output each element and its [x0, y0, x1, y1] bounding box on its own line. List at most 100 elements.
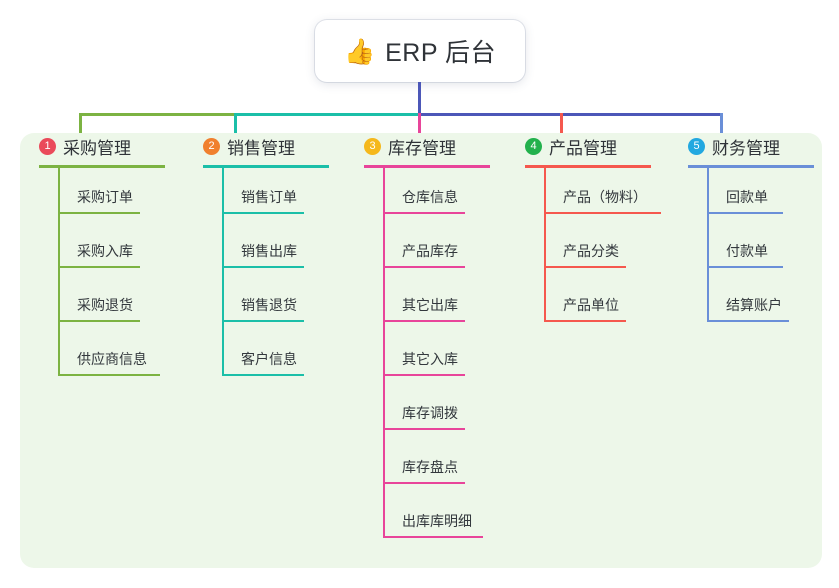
trunk-segment-1: [79, 113, 234, 116]
leaf-node[interactable]: 采购退货: [58, 295, 140, 322]
leaf-node[interactable]: 库存调拨: [383, 403, 465, 430]
leaf-node-rule: [58, 374, 160, 376]
leaf-node-label: 销售退货: [241, 297, 297, 313]
leaf-node[interactable]: 销售退货: [222, 295, 304, 322]
trunk-segment-2: [234, 113, 418, 116]
leaf-node-label: 库存盘点: [402, 459, 458, 475]
branch-header-rule-4: [525, 165, 651, 168]
leaf-node[interactable]: 销售出库: [222, 241, 304, 268]
branch-header-rule-5: [688, 165, 814, 168]
leaf-node-label: 供应商信息: [77, 351, 147, 367]
leaf-node-label: 产品单位: [563, 297, 619, 313]
leaf-node[interactable]: 产品单位: [544, 295, 626, 322]
leaf-node-rule: [222, 266, 304, 268]
leaf-node-rule: [544, 266, 626, 268]
branch-column-4: 4 产品管理产品（物料） 产品分类产品单位: [525, 133, 661, 322]
leaf-node-rule: [222, 320, 304, 322]
leaf-node-label: 采购退货: [77, 297, 133, 313]
leaf-node-rule: [58, 266, 140, 268]
branch-spine-4: [544, 168, 546, 321]
leaf-node[interactable]: 产品分类: [544, 241, 626, 268]
leaf-node-rule: [58, 212, 140, 214]
branch-header-rule-3: [364, 165, 490, 168]
branch-header-4[interactable]: 4 产品管理: [525, 133, 651, 159]
leaf-node-rule: [58, 320, 140, 322]
branch-badge-4: 4: [525, 137, 542, 155]
leaf-node-label: 付款单: [726, 243, 768, 259]
leaf-node[interactable]: 回款单: [707, 187, 783, 214]
leaf-node-label: 仓库信息: [402, 189, 458, 205]
branch-spine-1: [58, 168, 60, 375]
leaf-node[interactable]: 供应商信息: [58, 349, 160, 376]
leaf-node-label: 产品分类: [563, 243, 619, 259]
leaf-node-label: 采购订单: [77, 189, 133, 205]
branch-header-5[interactable]: 5 财务管理: [688, 133, 814, 159]
branch-title-5: 财务管理: [712, 138, 780, 158]
root-node-title: ERP 后台: [385, 39, 497, 67]
branch-title-2: 销售管理: [227, 138, 295, 158]
leaf-node-rule: [222, 212, 304, 214]
leaf-node-label: 库存调拨: [402, 405, 458, 421]
leaf-node[interactable]: 客户信息: [222, 349, 304, 376]
leaf-node-label: 产品（物料）: [563, 189, 647, 205]
branch-header-rule-2: [203, 165, 329, 168]
leaf-node-label: 出库库明细: [402, 513, 472, 529]
branch-column-1: 1 采购管理采购订单采购入库采购退货供应商信息: [39, 133, 165, 376]
leaf-node-label: 销售出库: [241, 243, 297, 259]
leaf-node-rule: [383, 536, 483, 538]
leaf-node[interactable]: 采购订单: [58, 187, 140, 214]
leaf-node-rule: [544, 320, 626, 322]
thumbs-up-icon: 👍: [343, 37, 376, 66]
branch-spine-3: [383, 168, 385, 537]
branch-title-3: 库存管理: [388, 138, 456, 158]
branch-spine-2: [222, 168, 224, 375]
leaf-node[interactable]: 采购入库: [58, 241, 140, 268]
branch-title-4: 产品管理: [549, 138, 617, 158]
branch-column-2: 2 销售管理销售订单销售出库销售退货客户信息: [203, 133, 329, 376]
leaf-node[interactable]: 付款单: [707, 241, 783, 268]
branch-badge-3: 3: [364, 137, 381, 155]
leaf-node[interactable]: 仓库信息: [383, 187, 465, 214]
leaf-node-rule: [383, 428, 465, 430]
root-stem-line: [418, 82, 421, 115]
branch-column-5: 5 财务管理回款单付款单结算账户: [688, 133, 814, 322]
trunk-segment-3: [418, 113, 722, 116]
leaf-node-label: 其它入库: [402, 351, 458, 367]
leaf-node-label: 客户信息: [241, 351, 297, 367]
branch-title-1: 采购管理: [63, 138, 131, 158]
leaf-node[interactable]: 出库库明细: [383, 511, 483, 538]
leaf-node-rule: [707, 212, 783, 214]
leaf-node-label: 结算账户: [726, 297, 782, 313]
leaf-node-rule: [544, 212, 661, 214]
leaf-node[interactable]: 产品库存: [383, 241, 465, 268]
branch-header-1[interactable]: 1 采购管理: [39, 133, 165, 159]
leaf-node-label: 回款单: [726, 189, 768, 205]
branch-header-2[interactable]: 2 销售管理: [203, 133, 329, 159]
branch-spine-5: [707, 168, 709, 321]
leaf-node[interactable]: 结算账户: [707, 295, 789, 322]
branch-badge-5: 5: [688, 137, 705, 155]
leaf-node[interactable]: 销售订单: [222, 187, 304, 214]
branch-column-3: 3 库存管理仓库信息产品库存其它出库其它入库库存调拨库存盘点出库库明细: [364, 133, 490, 538]
branch-header-rule-1: [39, 165, 165, 168]
leaf-node-rule: [383, 212, 465, 214]
leaf-node[interactable]: 库存盘点: [383, 457, 465, 484]
branch-badge-1: 1: [39, 137, 56, 155]
leaf-node[interactable]: 其它入库: [383, 349, 465, 376]
root-node-erp-backend[interactable]: 👍 ERP 后台: [315, 20, 525, 82]
leaf-node-label: 采购入库: [77, 243, 133, 259]
branch-header-3[interactable]: 3 库存管理: [364, 133, 490, 159]
leaf-node-label: 销售订单: [241, 189, 297, 205]
branch-badge-2: 2: [203, 137, 220, 155]
leaf-node[interactable]: 其它出库: [383, 295, 465, 322]
branches-panel: 1 采购管理采购订单采购入库采购退货供应商信息 2 销售管理销售订单销售出库销售退货客…: [20, 133, 822, 568]
leaf-node-rule: [383, 374, 465, 376]
leaf-node-label: 其它出库: [402, 297, 458, 313]
leaf-node-rule: [383, 266, 465, 268]
leaf-node-rule: [383, 320, 465, 322]
leaf-node-rule: [707, 266, 783, 268]
leaf-node-label: 产品库存: [402, 243, 458, 259]
leaf-node[interactable]: 产品（物料）: [544, 187, 661, 214]
leaf-node-rule: [707, 320, 789, 322]
